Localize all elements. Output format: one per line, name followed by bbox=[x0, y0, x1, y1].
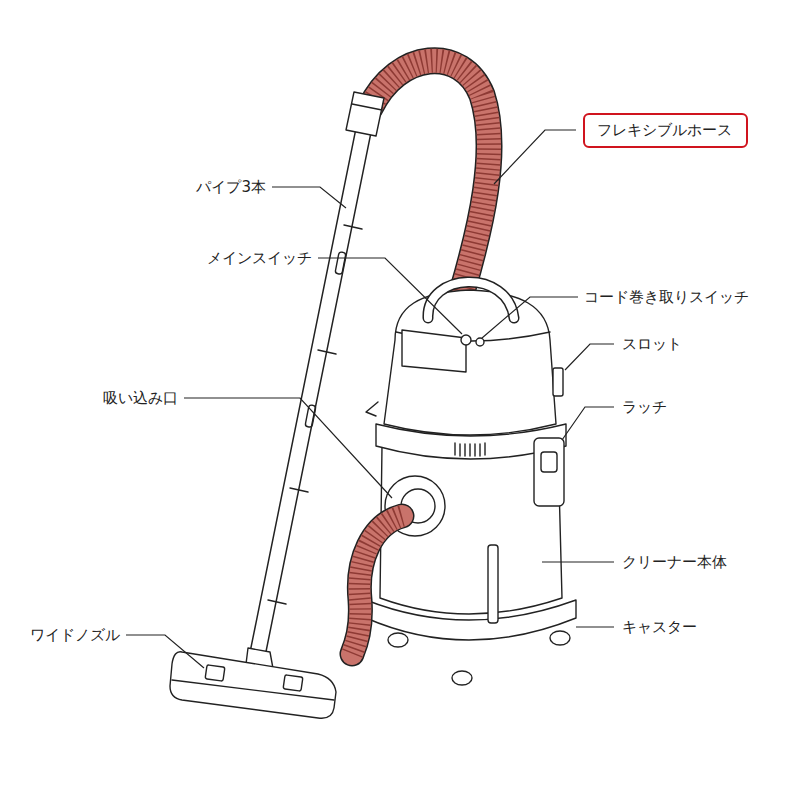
hose-body bbox=[370, 61, 489, 292]
hose-lower-body bbox=[352, 516, 402, 654]
leader-line bbox=[272, 187, 346, 208]
leader-line bbox=[542, 561, 614, 562]
latch-grip bbox=[541, 452, 557, 472]
main-switch bbox=[461, 335, 471, 345]
hose-lower-ribs bbox=[352, 516, 402, 654]
leader-line bbox=[494, 130, 576, 184]
control-panel bbox=[402, 330, 466, 372]
side-clip bbox=[366, 402, 378, 416]
pipe-slot bbox=[305, 405, 316, 428]
part-name: フレキシブルホース bbox=[597, 121, 734, 139]
leader-line bbox=[565, 344, 614, 370]
motor-head bbox=[384, 290, 556, 435]
pipe-coupling bbox=[346, 92, 384, 136]
caster bbox=[388, 633, 408, 647]
part-label: ワイドノズル bbox=[30, 626, 120, 644]
cord-switch bbox=[476, 338, 484, 346]
part-label: コード巻き取りスイッチ bbox=[584, 288, 749, 306]
leader-line bbox=[562, 407, 614, 440]
pipe-coupling-band bbox=[352, 104, 382, 110]
callout-box: フレキシブルホース bbox=[583, 113, 748, 148]
caster bbox=[550, 631, 570, 645]
slot-part bbox=[553, 368, 563, 396]
part-label: クリーナー本体 bbox=[622, 553, 727, 571]
leader-line bbox=[482, 297, 578, 338]
hose-lower-fill bbox=[352, 516, 402, 654]
nozzle-edge bbox=[172, 680, 334, 700]
ring-grille bbox=[455, 443, 485, 456]
latch-part bbox=[534, 438, 564, 506]
leader-line bbox=[576, 626, 614, 627]
leader-line bbox=[318, 258, 462, 334]
wide-nozzle bbox=[170, 652, 336, 719]
caster bbox=[452, 671, 472, 685]
nozzle-pad bbox=[283, 675, 303, 691]
part-label: スロット bbox=[622, 335, 682, 353]
part-label: メインスイッチ bbox=[207, 249, 312, 267]
leader-line bbox=[184, 398, 392, 498]
part-label: パイプ3本 bbox=[196, 178, 266, 196]
body-slot bbox=[488, 545, 498, 623]
leader-line bbox=[126, 635, 204, 668]
part-label: 吸い込み口 bbox=[103, 389, 178, 407]
part-label: キャスター bbox=[622, 618, 697, 636]
hose-fill bbox=[370, 61, 489, 292]
pipe-slot bbox=[335, 252, 346, 275]
part-label: ラッチ bbox=[622, 398, 667, 416]
nozzle-pad bbox=[205, 665, 225, 681]
hose-ribs bbox=[370, 61, 489, 292]
